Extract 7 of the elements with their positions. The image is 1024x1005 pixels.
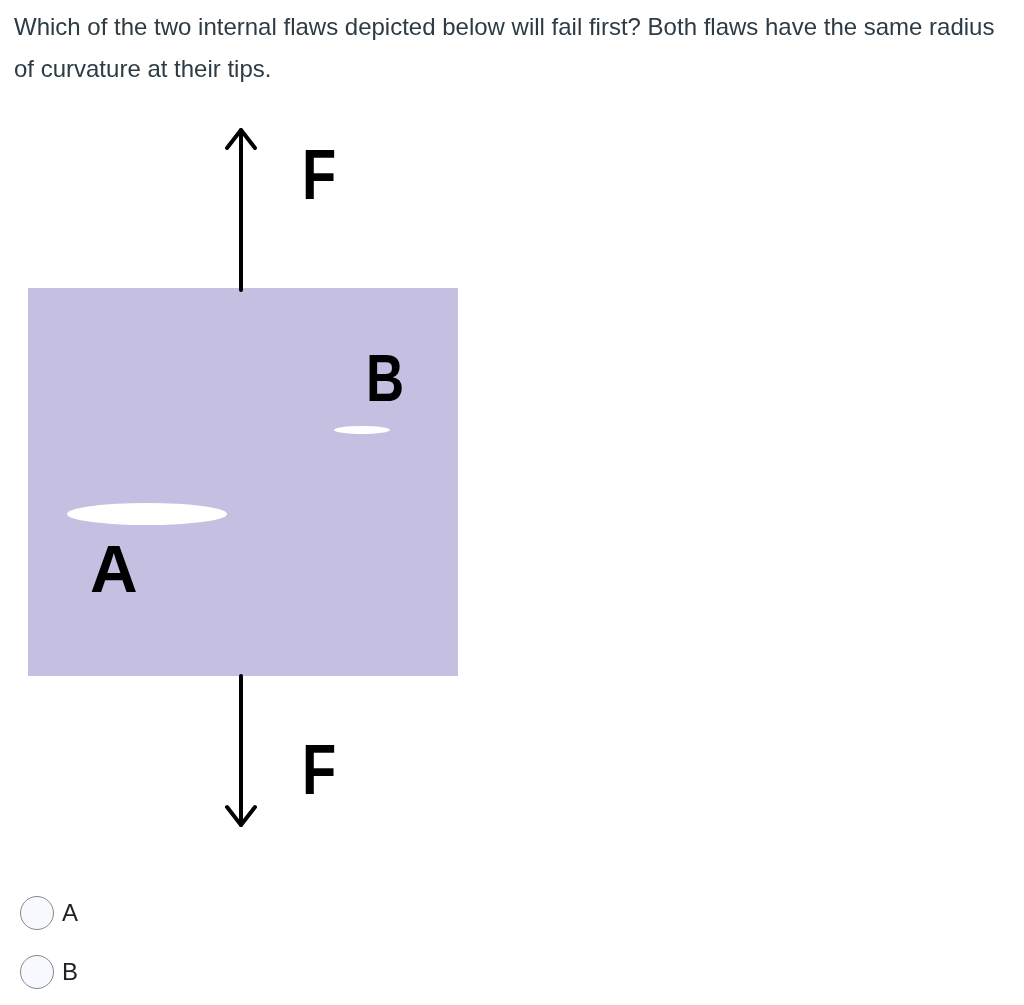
question-text: Which of the two internal flaws depicted below will fail first? Both flaws have the same radius of curvature at their tips. xyxy=(14,12,996,84)
force-label: B xyxy=(366,345,405,411)
force-label: F xyxy=(302,140,337,210)
option-label: A xyxy=(62,901,78,925)
option-label: B xyxy=(62,960,78,984)
force-label: F xyxy=(302,735,337,805)
force-label: A xyxy=(90,536,138,602)
